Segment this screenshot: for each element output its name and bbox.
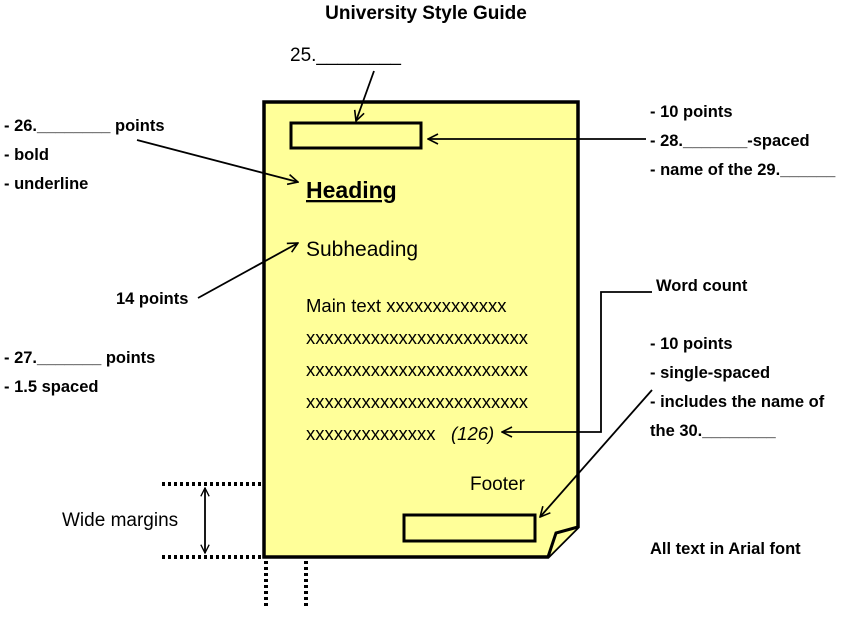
arrow-subheading-note [197, 243, 298, 299]
page-footer-text: Footer [470, 474, 526, 495]
footer-note-size: - 10 points [650, 335, 733, 353]
word-count-label: Word count [656, 277, 748, 295]
main-note-size: - 27._______ points [4, 349, 155, 367]
arrow-heading-note [136, 139, 298, 182]
q25-label: 25.________ [290, 45, 401, 66]
footer-note-includes: - includes the name of [650, 393, 825, 411]
arrow-word-count [502, 291, 652, 432]
main-note-spacing: - 1.5 spaced [4, 378, 98, 396]
arrow-q25-to-header [356, 70, 375, 121]
header-note-spacing: - 28._______-spaced [650, 132, 810, 150]
main-text-line: xxxxxxxxxxxxxxxxxxxxxxxx [306, 391, 529, 412]
main-text-line: xxxxxxxxxxxxxxxxxxxxxxxx [306, 327, 529, 348]
heading-note-underline: - underline [4, 175, 88, 193]
page-subheading: Subheading [306, 238, 418, 261]
main-text-line: Main text xxxxxxxxxxxxx [306, 295, 507, 316]
heading-note-size: - 26.________ points [4, 117, 165, 135]
margins-label: Wide margins [62, 510, 178, 531]
arrow-footer-note [540, 389, 653, 517]
page-corner-fold [546, 525, 579, 558]
header-note-size: - 10 points [650, 103, 733, 121]
subheading-note: 14 points [116, 290, 188, 308]
main-text-line: xxxxxxxxxxxxxxxxxxxxxxxx [306, 359, 529, 380]
font-note: All text in Arial font [650, 540, 801, 558]
header-note-name: - name of the 29.______ [650, 161, 836, 179]
page-heading: Heading [306, 177, 397, 203]
diagram-title: University Style Guide [325, 3, 527, 24]
footer-box [402, 513, 537, 543]
footer-note-spacing: - single-spaced [650, 364, 770, 382]
main-text-line: xxxxxxxxxxxxxx [306, 423, 436, 444]
header-box [289, 121, 423, 150]
word-count-value: (126) [451, 423, 494, 444]
footer-note-name: the 30.________ [650, 422, 777, 440]
heading-note-bold: - bold [4, 146, 49, 164]
